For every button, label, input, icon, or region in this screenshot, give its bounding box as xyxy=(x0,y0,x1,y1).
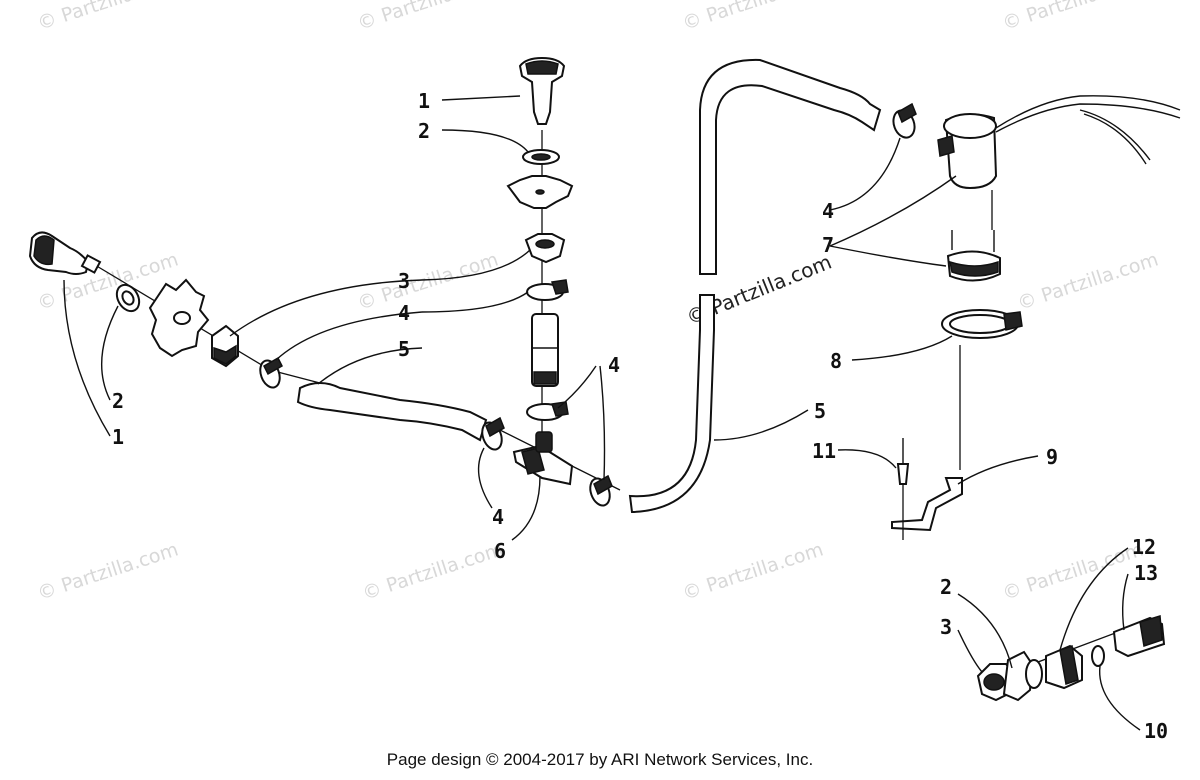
watermarks: © Partzilla.com © Partzilla.com © Partzi… xyxy=(35,0,1161,605)
watermark: © Partzilla.com xyxy=(680,539,826,605)
callout-9: 9 xyxy=(1046,445,1058,469)
watermark: © Partzilla.com xyxy=(1015,249,1161,315)
callout-4: 4 xyxy=(492,505,504,529)
long-hose xyxy=(628,58,882,514)
callout-12: 12 xyxy=(1132,535,1156,559)
right-assembly xyxy=(891,95,1181,540)
hose-left xyxy=(296,382,488,442)
callout-2: 2 xyxy=(940,575,952,599)
watermark: © Partzilla.com xyxy=(360,539,506,605)
lower-right-assembly xyxy=(976,615,1166,702)
callout-1: 1 xyxy=(112,425,124,449)
watermark: © Partzilla.com xyxy=(355,249,501,315)
callout-4: 4 xyxy=(398,301,410,325)
footer-copyright: Page design © 2004-2017 by ARI Network S… xyxy=(386,750,814,769)
callout-4: 4 xyxy=(822,199,834,223)
callout-4: 4 xyxy=(608,353,620,377)
callout-10: 10 xyxy=(1144,719,1168,743)
callout-3: 3 xyxy=(940,615,952,639)
watermark: © Partzilla.com xyxy=(35,539,181,605)
callout-6: 6 xyxy=(494,539,506,563)
callout-5: 5 xyxy=(814,399,826,423)
callout-2: 2 xyxy=(418,119,430,143)
center-assembly xyxy=(506,56,574,453)
callout-11: 11 xyxy=(812,439,836,463)
callout-5: 5 xyxy=(398,337,410,361)
watermark: © Partzilla.com xyxy=(1000,0,1146,35)
callout-2: 2 xyxy=(112,389,124,413)
callout-7: 7 xyxy=(822,233,834,257)
callout-8: 8 xyxy=(830,349,842,373)
watermark: © Partzilla.com xyxy=(680,0,826,35)
bracket xyxy=(891,477,963,532)
callout-13: 13 xyxy=(1134,561,1158,585)
watermark: © Partzilla.com xyxy=(35,0,181,35)
callout-3: 3 xyxy=(398,269,410,293)
left-assembly xyxy=(28,231,621,507)
callout-1: 1 xyxy=(418,89,430,113)
callouts: 1 2 3 4 5 4 2 1 4 6 5 4 7 8 11 9 2 3 12 … xyxy=(112,89,1168,743)
watermark: © Partzilla.com xyxy=(355,0,501,35)
leader-lines xyxy=(63,95,1141,731)
